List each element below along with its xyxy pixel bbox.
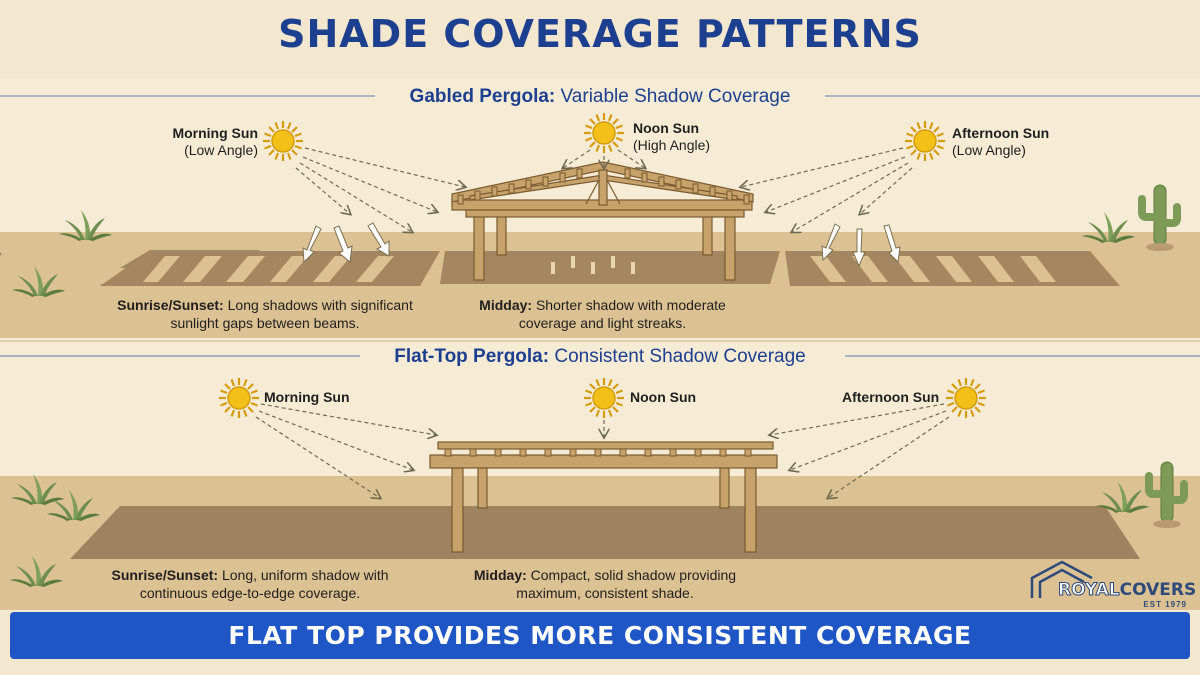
morning-sun-icon	[261, 119, 305, 163]
sun-rays-bottom	[255, 403, 950, 498]
morning-sun-icon	[217, 376, 261, 420]
afternoon-sun-icon	[903, 119, 947, 163]
afternoon-sun-icon	[944, 376, 988, 420]
gabled-heading-bold: Gabled Pergola:	[409, 86, 556, 107]
flat-midday-caption: Midday: Compact, solid shadow providing …	[473, 567, 737, 601]
flat-heading: Flat-Top Pergola: Consistent Shadow Cove…	[0, 346, 1200, 368]
flat-afternoon-label: Afternoon Sun	[842, 389, 940, 405]
noon-sun-icon	[582, 376, 626, 420]
flat-morning-label: Morning Sun	[264, 389, 350, 405]
gabled-sunrise-caption: Sunrise/Sunset: Long shadows with signif…	[117, 297, 413, 331]
flat-noon-label: Noon Sun	[630, 389, 697, 405]
flat-top-pergola	[429, 441, 778, 553]
shadow-arrows-top	[302, 222, 901, 268]
flat-heading-bold: Flat-Top Pergola:	[394, 346, 550, 367]
gabled-morning-label: Morning Sun (Low Angle)	[172, 125, 258, 158]
royal-covers-logo-icon	[1030, 560, 1093, 598]
logo-est: EST 1979	[1143, 600, 1187, 609]
flat-shadow	[70, 506, 1140, 559]
sun-rays-top	[295, 147, 913, 232]
noon-sun-icon	[582, 111, 626, 155]
flat-sunrise-caption: Sunrise/Sunset: Long, uniform shadow wit…	[111, 567, 389, 601]
gabled-midday-caption: Midday: Shorter shadow with moderate cov…	[479, 297, 726, 331]
flat-heading-rest: Consistent Shadow Coverage	[554, 346, 806, 367]
logo-text: ROYALCOVERS	[1058, 580, 1197, 601]
gabled-heading-rest: Variable Shadow Coverage	[560, 86, 791, 107]
page-title: SHADE COVERAGE PATTERNS	[278, 12, 922, 56]
gabled-noon-label: Noon Sun (High Angle)	[633, 120, 711, 153]
conclusion-banner: FLAT TOP PROVIDES MORE CONSISTENT COVERA…	[10, 612, 1190, 659]
gabled-heading: Gabled Pergola: Variable Shadow Coverage	[0, 86, 1200, 108]
gabled-afternoon-label: Afternoon Sun (Low Angle)	[952, 125, 1050, 158]
gabled-noon-shadow	[440, 251, 780, 284]
royal-covers-logo: ROYALCOVERS EST 1979	[1030, 560, 1197, 610]
